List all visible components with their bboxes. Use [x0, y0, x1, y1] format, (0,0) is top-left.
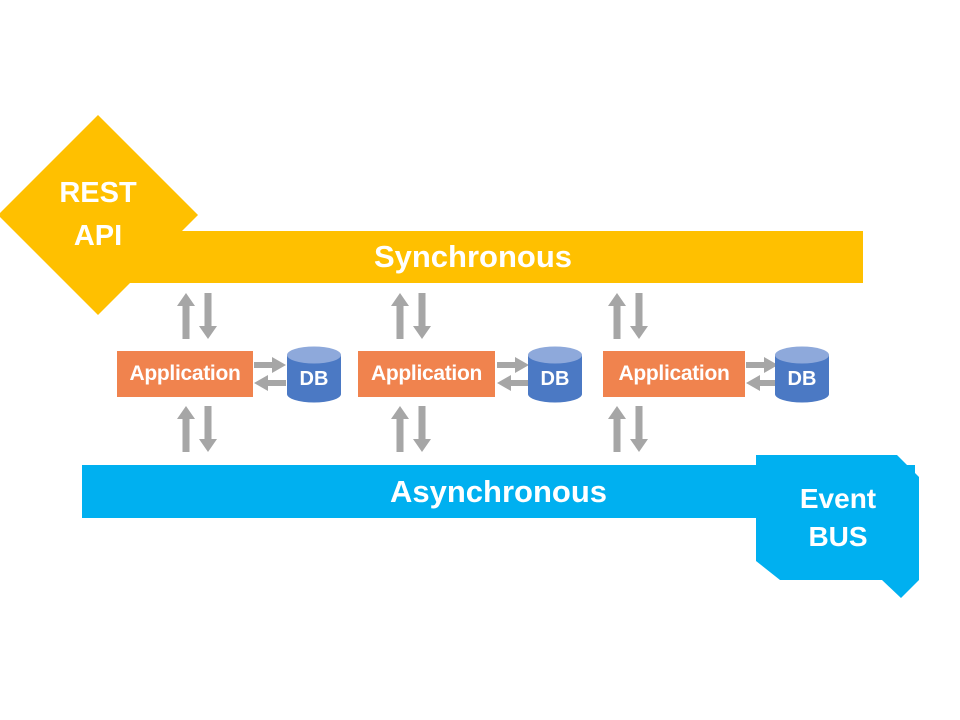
event-bus-label-line1: Event [799, 482, 877, 514]
synchronous-bus-bar: Synchronous [83, 231, 863, 283]
right-arrow-icon [254, 357, 286, 373]
rest-api-label: REST API [18, 163, 178, 267]
up-arrow-icon [177, 406, 195, 452]
application-label: Application [129, 362, 241, 385]
left-arrow-icon [746, 375, 778, 391]
down-arrow-icon [199, 406, 217, 452]
database-cylinder-3: DB [775, 346, 829, 404]
database-icon [528, 346, 582, 403]
application-box-2: Application [358, 351, 495, 397]
synchronous-bus-label: Synchronous [373, 239, 573, 274]
db-label: DB [299, 367, 329, 390]
left-arrow-icon [254, 375, 286, 391]
application-box-1: Application [117, 351, 253, 397]
down-arrow-icon [630, 293, 648, 339]
sync-exchange-arrows-1 [177, 293, 217, 339]
application-label: Application [618, 362, 730, 385]
event-bus-shape [756, 455, 919, 598]
down-arrow-icon [413, 293, 431, 339]
database-icon [287, 346, 341, 403]
up-arrow-icon [391, 406, 409, 452]
async-exchange-arrows-3 [608, 406, 648, 452]
rest-api-label-line2: API [73, 220, 123, 252]
app-db-exchange-arrows-2 [497, 357, 529, 391]
up-arrow-icon [177, 293, 195, 339]
sync-exchange-arrows-3 [608, 293, 648, 339]
down-arrow-icon [630, 406, 648, 452]
down-arrow-icon [199, 293, 217, 339]
right-arrow-icon [746, 357, 778, 373]
right-arrow-icon [497, 357, 529, 373]
database-cylinder-2: DB [528, 346, 582, 404]
database-cylinder-1: DB [287, 346, 341, 404]
rest-api-diamond-shape [0, 115, 198, 315]
application-label: Application [370, 362, 483, 385]
up-arrow-icon [391, 293, 409, 339]
event-bus-label-line2: BUS [808, 520, 868, 552]
application-box-3: Application [603, 351, 745, 397]
down-arrow-icon [413, 406, 431, 452]
rest-api-label-line1: REST [59, 177, 137, 209]
up-arrow-icon [608, 406, 626, 452]
app-db-exchange-arrows-1 [254, 357, 286, 391]
async-exchange-arrows-1 [177, 406, 217, 452]
db-label: DB [787, 367, 817, 390]
async-exchange-arrows-2 [391, 406, 431, 452]
database-icon [775, 346, 829, 403]
app-db-exchange-arrows-3 [746, 357, 778, 391]
asynchronous-bus-label: Asynchronous [389, 473, 608, 509]
event-bus-label: Event BUS [756, 455, 920, 580]
db-label: DB [540, 367, 570, 390]
sync-exchange-arrows-2 [391, 293, 431, 339]
up-arrow-icon [608, 293, 626, 339]
left-arrow-icon [497, 375, 529, 391]
